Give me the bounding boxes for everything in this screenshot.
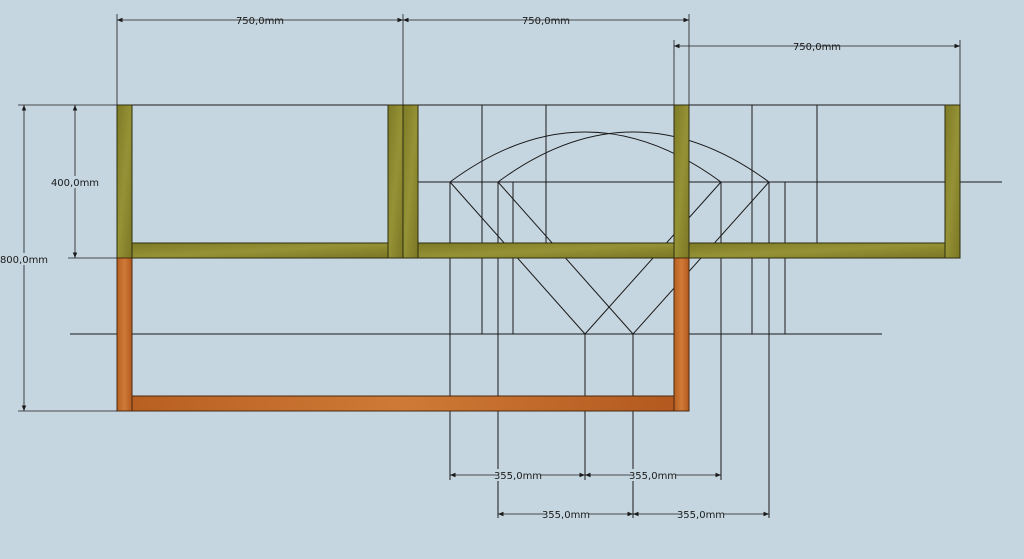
label-background [496, 469, 540, 481]
upper-right-rail [688, 242, 946, 259]
dim-label-top-right: 750,0mm [793, 42, 841, 53]
lower-frame [116, 257, 690, 412]
lower-left-post [116, 257, 133, 412]
right-post [944, 104, 961, 259]
label-background [544, 508, 588, 520]
middle-post-right [402, 104, 419, 259]
left-dimensions: 400,0mm 800,0mm [0, 104, 117, 412]
upper-left-rail [131, 242, 389, 259]
dim-label-bottom-2a: 355,0mm [542, 510, 590, 521]
upper-middle-rail [417, 242, 675, 259]
middle-post-left [387, 104, 404, 259]
dim-label-bottom-1b: 355,0mm [629, 471, 677, 482]
dim-label-bottom-1a: 355,0mm [494, 471, 542, 482]
dim-label-top-middle: 750,0mm [522, 16, 570, 27]
left-post [116, 104, 133, 259]
label-background [631, 469, 675, 481]
dim-label-height-upper: 400,0mm [51, 178, 99, 189]
dim-label-height-total: 800,0mm [0, 255, 48, 266]
dim-label-bottom-2b: 355,0mm [677, 510, 725, 521]
bottom-dimensions: 355,0mm 355,0mm 355,0mm 355,0mm [450, 469, 769, 521]
top-dimensions: 750,0mm 750,0mm 750,0mm [116, 14, 961, 105]
construction-lines [70, 104, 1002, 518]
arc-right [497, 131, 770, 183]
lower-rail [131, 395, 675, 412]
lower-right-post [673, 257, 690, 412]
dim-label-top-left: 750,0mm [236, 16, 284, 27]
label-background [52, 176, 98, 188]
right-middle-post [673, 104, 690, 259]
label-background [679, 508, 723, 520]
label-background [1, 253, 47, 265]
